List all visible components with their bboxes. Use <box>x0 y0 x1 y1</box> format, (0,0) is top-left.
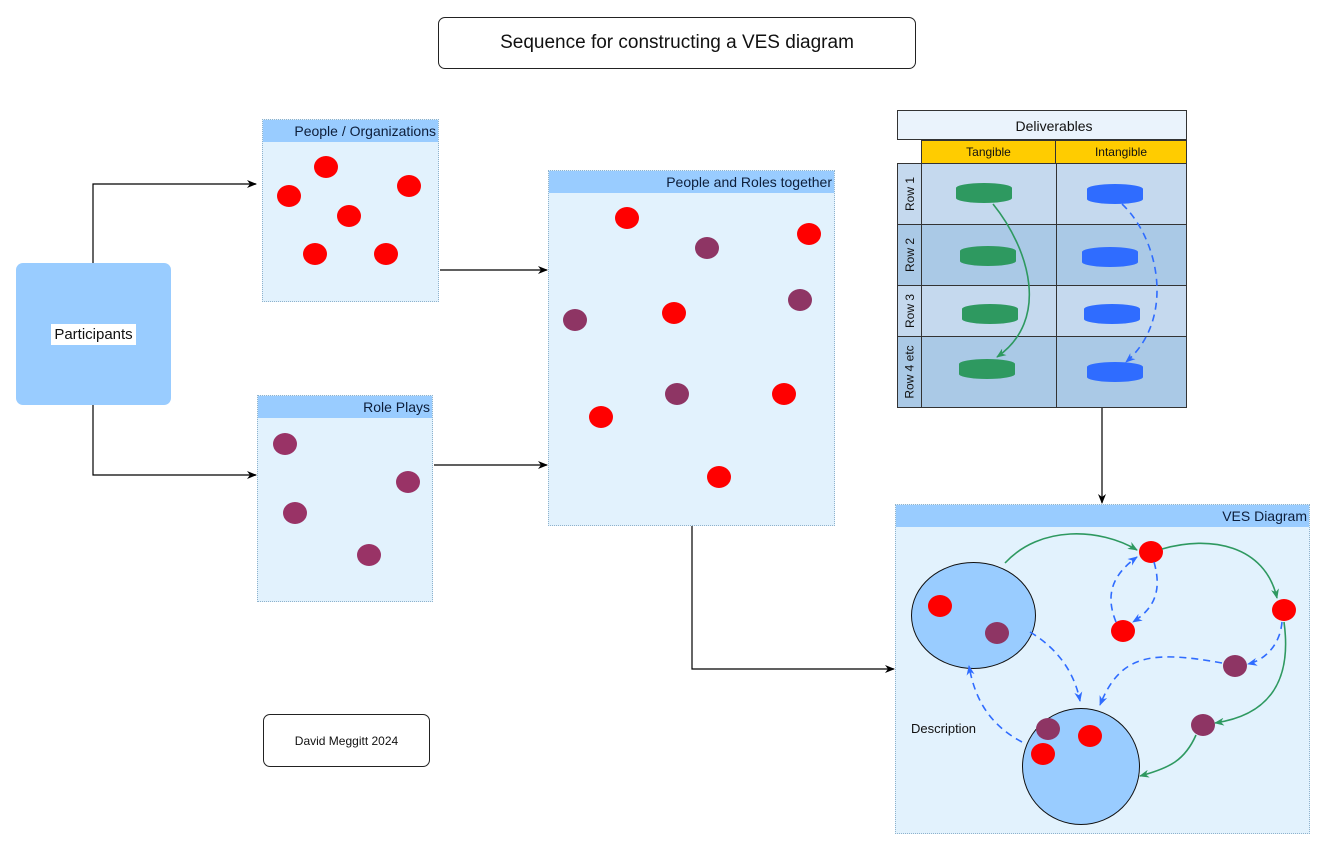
person-dot <box>589 406 613 428</box>
credit-box: David Meggitt 2024 <box>263 714 430 767</box>
intangible-flow <box>1132 561 1158 623</box>
description-label: Description <box>911 721 977 736</box>
role-dot <box>283 502 307 524</box>
deliverables-row: Row 2 <box>897 224 1187 286</box>
role-dot <box>1191 714 1215 736</box>
tangible-flow <box>1161 542 1279 599</box>
intangible-flow <box>1029 631 1083 702</box>
role-dot <box>985 622 1009 644</box>
person-dot <box>1111 620 1135 642</box>
person-dot <box>303 243 327 265</box>
person-dot <box>374 243 398 265</box>
ves-diagram-header: VES Diagram <box>896 505 1309 527</box>
intangible-deliverable <box>1087 362 1143 382</box>
diagram-title: Sequence for constructing a VES diagram <box>438 17 916 69</box>
person-dot <box>277 185 301 207</box>
role-dot <box>695 237 719 259</box>
intangible-flow <box>1099 656 1223 706</box>
person-dot <box>1031 743 1055 765</box>
column-header-intangible: Intangible <box>1055 140 1187 164</box>
person-dot <box>928 595 952 617</box>
connector-together-to-ves <box>691 526 895 673</box>
column-header-tangible: Tangible <box>921 140 1056 164</box>
intangible-flow <box>1247 621 1283 666</box>
participants-label: Participants <box>51 323 136 345</box>
connector-participants-to-roles <box>92 405 257 479</box>
row-label: Row 4 etc <box>898 337 922 407</box>
deliverables-row: Row 1 <box>897 163 1187 225</box>
role-dot <box>665 383 689 405</box>
tangible-deliverable <box>962 304 1018 324</box>
deliverables-row: Row 3 <box>897 285 1187 337</box>
role-dot <box>273 433 297 455</box>
ves-diagram-pool[interactable]: VES Diagram Description <box>895 504 1310 834</box>
person-dot <box>397 175 421 197</box>
connector-participants-to-people <box>92 180 257 263</box>
role-plays-pool[interactable]: Role Plays <box>257 395 433 602</box>
people-and-roles-header: People and Roles together <box>549 171 834 193</box>
row-label: Row 1 <box>898 164 922 224</box>
role-dot <box>357 544 381 566</box>
person-dot <box>707 466 731 488</box>
person-dot <box>337 205 361 227</box>
deliverables-row: Row 4 etc <box>897 336 1187 408</box>
person-dot <box>615 207 639 229</box>
row-label: Row 3 <box>898 286 922 336</box>
tangible-flow <box>1139 734 1197 778</box>
diagram-title-text: Sequence for constructing a VES diagram <box>500 32 854 53</box>
role-plays-header: Role Plays <box>258 396 432 418</box>
person-dot <box>1272 599 1296 621</box>
tangible-deliverable <box>959 359 1015 379</box>
role-dot <box>396 471 420 493</box>
intangible-flow-arrow <box>1121 203 1158 363</box>
people-organizations-pool[interactable]: People / Organizations <box>262 119 439 302</box>
people-and-roles-pool[interactable]: People and Roles together <box>548 170 835 526</box>
intangible-flow <box>966 665 1023 743</box>
person-dot <box>1139 541 1163 563</box>
tangible-flow-arrow <box>992 203 1030 358</box>
participants-node[interactable]: Participants <box>16 263 171 405</box>
person-dot <box>314 156 338 178</box>
intangible-deliverable <box>1087 184 1143 204</box>
tangible-deliverable <box>960 246 1016 266</box>
intangible-flow <box>1110 556 1138 623</box>
deliverables-title: Deliverables <box>897 110 1187 140</box>
intangible-deliverable <box>1082 247 1138 267</box>
tangible-deliverable <box>956 183 1012 203</box>
person-dot <box>772 383 796 405</box>
person-dot <box>662 302 686 324</box>
role-dot <box>1223 655 1247 677</box>
tangible-flow <box>1214 621 1287 726</box>
row-label: Row 2 <box>898 225 922 285</box>
credit-text: David Meggitt 2024 <box>294 733 399 748</box>
role-dot <box>1036 718 1060 740</box>
intangible-deliverable <box>1084 304 1140 324</box>
tangible-flow <box>1004 533 1138 564</box>
deliverables-table: Deliverables Tangible Intangible Row 1 R… <box>897 110 1187 408</box>
role-dot <box>788 289 812 311</box>
person-dot <box>797 223 821 245</box>
people-organizations-header: People / Organizations <box>263 120 438 142</box>
person-dot <box>1078 725 1102 747</box>
role-dot <box>563 309 587 331</box>
